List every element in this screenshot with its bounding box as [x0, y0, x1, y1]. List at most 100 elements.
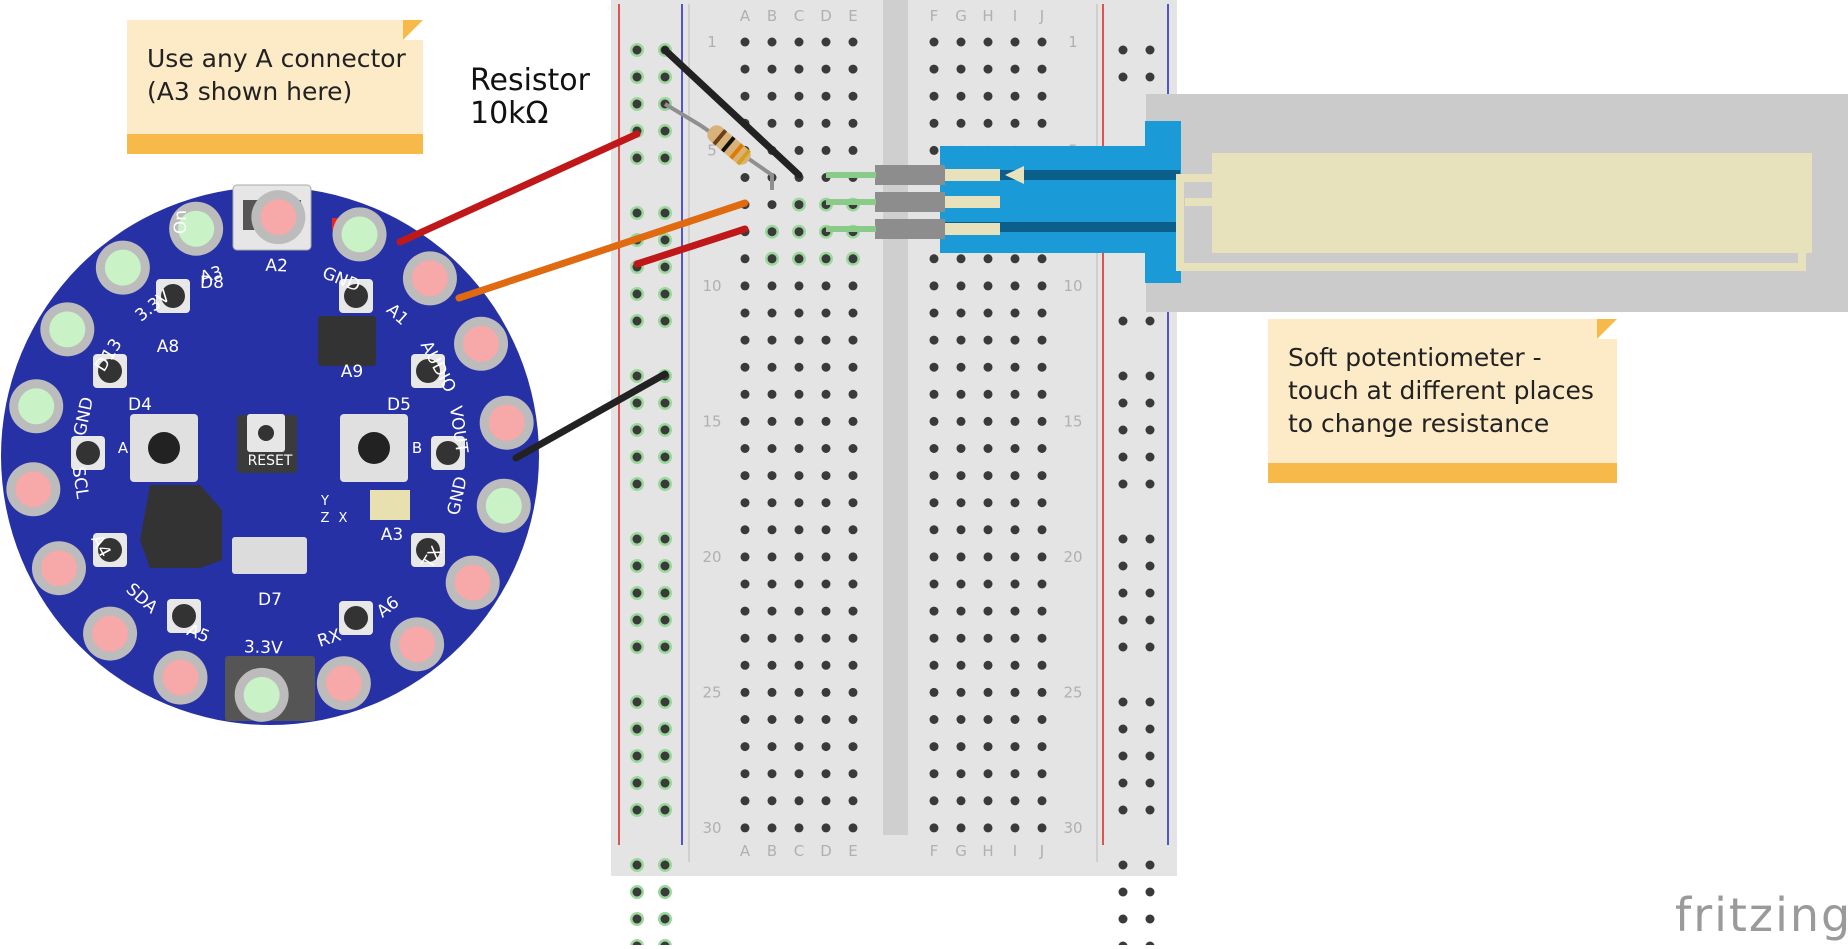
terminal-hole [983, 715, 993, 724]
neopixel-lens [161, 284, 185, 308]
pad-label: SCL [68, 465, 92, 500]
note-fold [403, 20, 423, 40]
row-number-left: 20 [702, 548, 721, 566]
terminal-hole [767, 91, 777, 101]
terminal-hole [1010, 579, 1020, 589]
rail-hole [632, 99, 642, 109]
fritzing-logo: fritzing [1675, 888, 1848, 942]
terminal-hole [956, 281, 966, 291]
rail-hole [1118, 534, 1128, 544]
softpot-stripe [940, 170, 1180, 180]
terminal-hole [794, 254, 804, 264]
pad-red [399, 626, 436, 663]
softpot-lead [826, 199, 876, 205]
terminal-hole [794, 715, 804, 724]
terminal-hole [1010, 633, 1020, 643]
terminal-hole [821, 308, 831, 318]
terminal-hole [1037, 742, 1047, 752]
row-number-left: 1 [707, 33, 717, 51]
terminal-hole [740, 362, 750, 372]
terminal-hole [848, 118, 858, 128]
board-label: RESET [248, 453, 293, 469]
wires [396, 46, 803, 462]
neopixel-lens [98, 538, 122, 562]
terminal-hole [983, 525, 993, 535]
terminal-hole [821, 37, 831, 47]
terminal-hole [929, 145, 939, 155]
rail-hole [632, 452, 642, 462]
terminal-hole [848, 308, 858, 318]
terminal-hole [821, 281, 831, 291]
microphone [370, 490, 410, 520]
terminal-hole [740, 444, 750, 453]
terminal-hole [740, 633, 750, 643]
terminal-hole [848, 769, 858, 779]
rail-hole [632, 697, 642, 707]
terminal-hole [929, 91, 939, 101]
wire-ground-bridge [661, 46, 803, 179]
terminal-hole [848, 91, 858, 101]
terminal-hole [767, 525, 777, 535]
rail-hole [1118, 724, 1128, 734]
terminal-hole [983, 579, 993, 589]
terminal-hole [767, 769, 777, 779]
terminal-hole [821, 64, 831, 74]
board-label: D7 [258, 590, 282, 610]
terminal-hole [767, 660, 777, 670]
terminal-hole [821, 145, 831, 155]
terminal-hole [848, 37, 858, 47]
neopixel-lens [436, 441, 460, 465]
terminal-hole [1037, 471, 1047, 481]
softpot-pin-housing [875, 192, 945, 212]
rail-hole [660, 588, 670, 598]
terminal-hole [983, 37, 993, 47]
terminal-hole [848, 471, 858, 481]
terminal-hole [821, 416, 831, 426]
rail-hole [660, 697, 670, 707]
column-label-bottom: E [848, 842, 857, 860]
rail-hole [1145, 72, 1155, 82]
softpot-contact [945, 196, 1000, 208]
terminal-hole [767, 444, 777, 453]
row-number-left: 5 [707, 141, 717, 159]
rail-hole [660, 561, 670, 571]
rail-hole [632, 914, 642, 924]
terminal-hole [821, 335, 831, 345]
rail-hole [1145, 45, 1155, 55]
button-b-cap [358, 432, 390, 464]
pad-green [243, 676, 280, 713]
rail-hole [632, 398, 642, 408]
rail-hole [632, 45, 642, 55]
terminal-hole [821, 498, 831, 508]
rail-hole [1118, 452, 1128, 462]
terminal-hole [794, 471, 804, 481]
terminal-hole [929, 796, 939, 806]
neopixel-lens [172, 604, 196, 628]
column-label-bottom: A [740, 842, 751, 860]
rail-hole [1145, 398, 1155, 408]
rail-hole [660, 805, 670, 815]
terminal-hole [929, 687, 939, 697]
resistor-band [729, 143, 744, 160]
terminal-hole [740, 579, 750, 589]
rail-hole [1145, 887, 1155, 897]
terminal-hole [983, 281, 993, 291]
note-connector-text: Use any A connector (A3 shown here) [147, 44, 406, 106]
pad-red [454, 564, 491, 601]
rail-hole [660, 724, 670, 734]
terminal-hole [1010, 308, 1020, 318]
terminal-hole [767, 715, 777, 724]
terminal-hole [1010, 37, 1020, 47]
terminal-hole [1010, 660, 1020, 670]
terminal-hole [956, 715, 966, 724]
terminal-hole [956, 416, 966, 426]
terminal-hole [929, 335, 939, 345]
terminal-hole [821, 606, 831, 616]
neopixel-lens [416, 359, 440, 383]
column-label-bottom: G [955, 842, 967, 860]
board-label: D5 [387, 395, 411, 415]
terminal-hole [848, 362, 858, 372]
terminal-hole [740, 416, 750, 426]
terminal-hole [848, 145, 858, 155]
